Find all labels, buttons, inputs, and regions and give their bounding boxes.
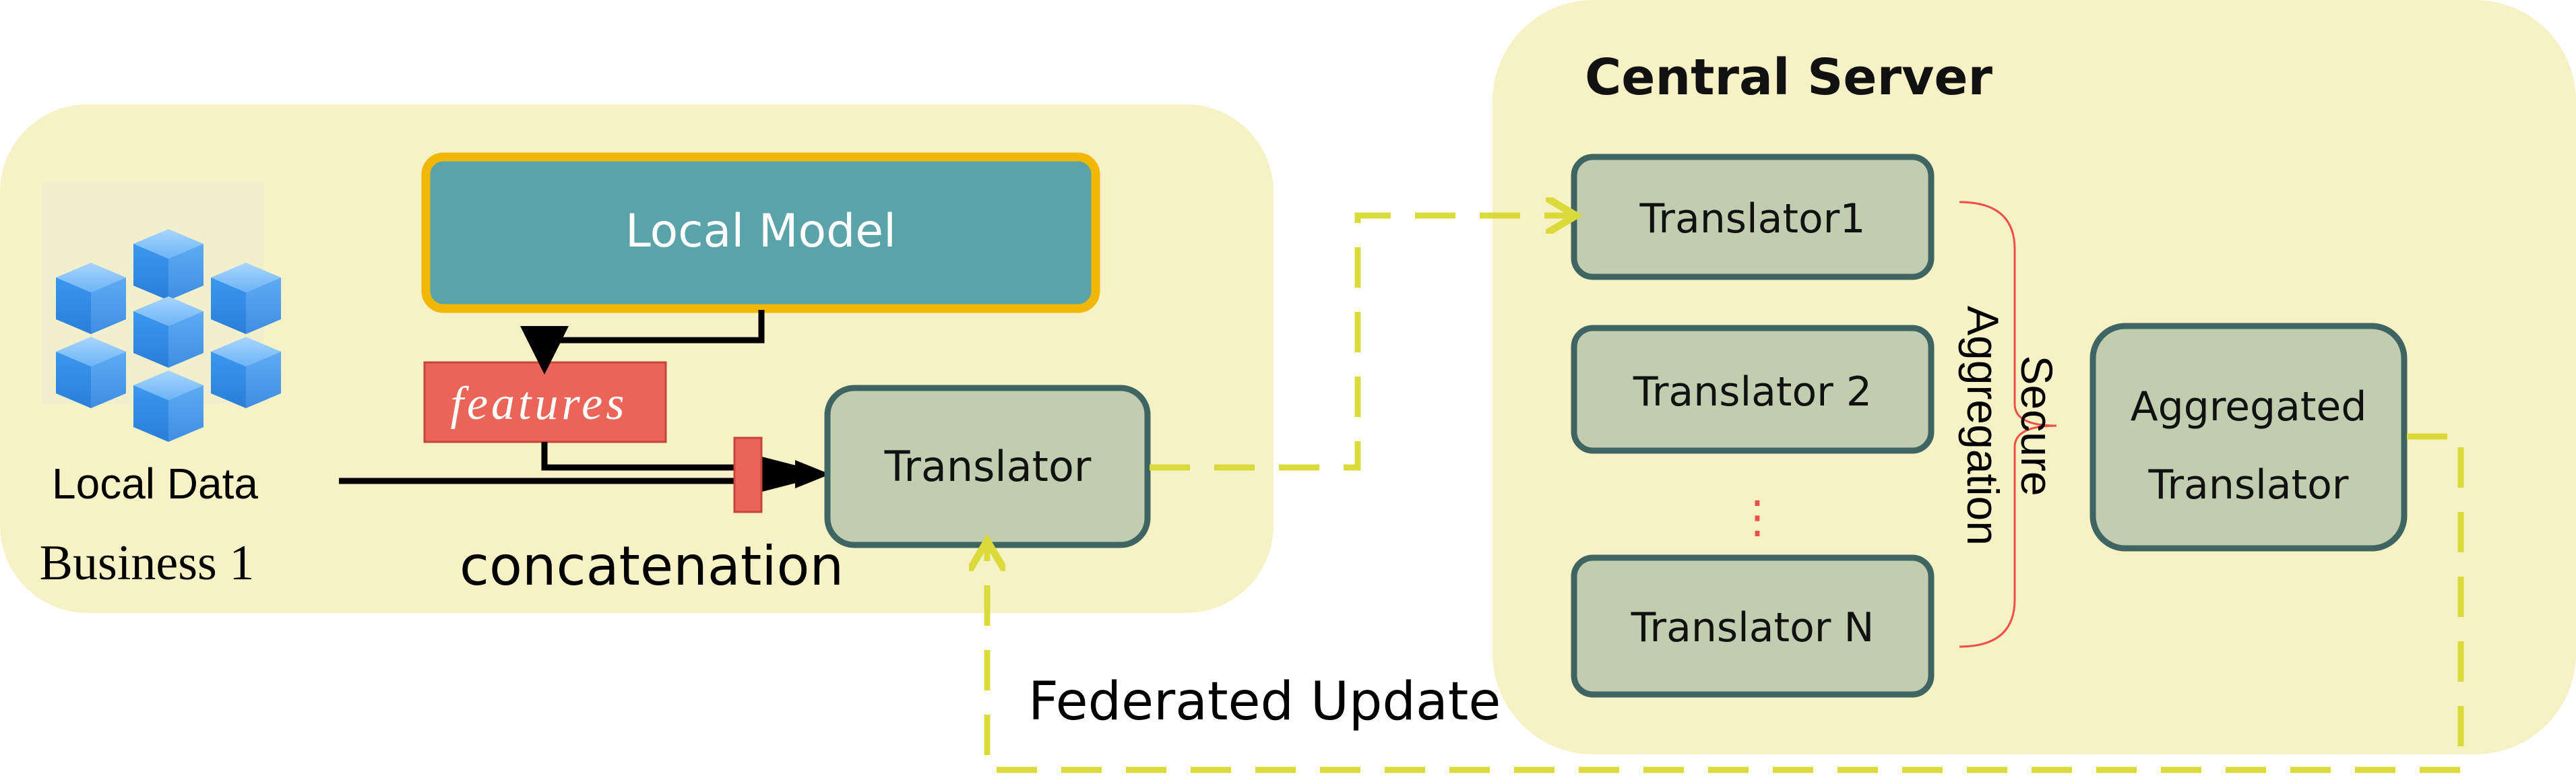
concat-arrowhead bbox=[741, 451, 830, 497]
model-to-features-arrow bbox=[520, 310, 765, 375]
local-model-box[interactable] bbox=[421, 152, 1100, 313]
translator-n-box[interactable] bbox=[1571, 554, 1935, 698]
translator-n-label: Translator N bbox=[1631, 604, 1875, 651]
aggregated-label-line1: Aggregated bbox=[2131, 383, 2367, 430]
aggregated-translator-box[interactable] bbox=[2090, 323, 2408, 552]
translator-2-label: Translator 2 bbox=[1633, 368, 1872, 416]
local-model-label: Local Model bbox=[625, 205, 896, 258]
blue-cubes-icon bbox=[42, 182, 281, 442]
aggregation-label: Aggregation bbox=[1958, 306, 2008, 546]
features-to-translator-line bbox=[541, 442, 741, 471]
central-server-title: Central Server bbox=[1585, 48, 1993, 106]
translator-label: Translator bbox=[884, 442, 1092, 491]
features-label: features bbox=[451, 378, 628, 430]
secure-label: Secure bbox=[2012, 355, 2062, 496]
aggregated-label-line2: Translator bbox=[2148, 461, 2349, 509]
translator-ellipsis: ⋮ bbox=[1735, 491, 1780, 543]
concatenation-label: concatenation bbox=[460, 535, 844, 597]
local-data-label: Local Data bbox=[52, 459, 258, 508]
concat-arrowhead-2 bbox=[795, 460, 830, 488]
concatenation-marker bbox=[733, 436, 763, 513]
translator-2-box[interactable] bbox=[1571, 325, 1935, 454]
aggregation-bracket bbox=[1959, 201, 2057, 648]
federated-update-label: Federated Update bbox=[1028, 672, 1501, 732]
translator-1-label: Translator1 bbox=[1639, 195, 1865, 242]
federated-update-dashed-arrow bbox=[987, 433, 2464, 773]
upload-dashed-arrow bbox=[1150, 216, 1570, 471]
business-label: Business 1 bbox=[40, 536, 255, 591]
